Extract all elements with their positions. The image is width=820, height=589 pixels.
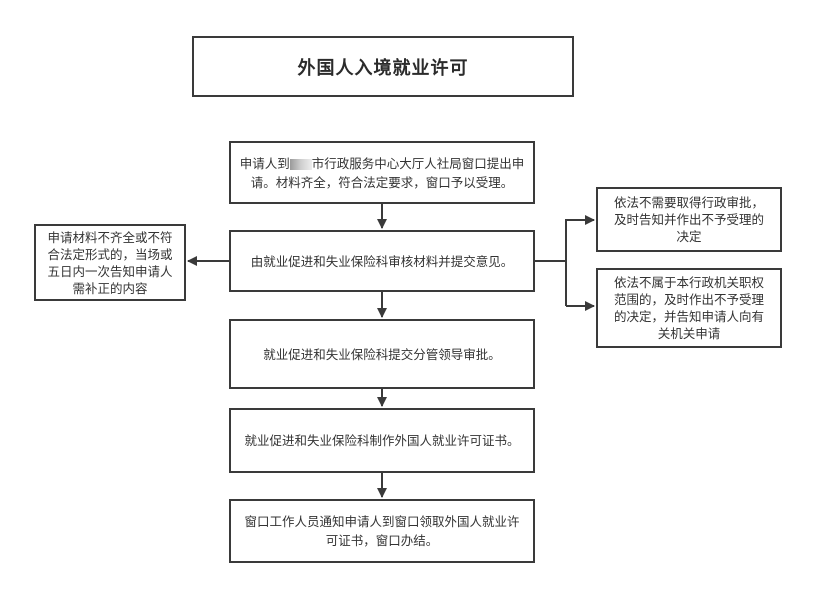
redacted-city [289,158,312,170]
step-notify: 窗口工作人员通知申请人到窗口领取外国人就业许可证书，窗口办结。 [229,499,535,563]
branch-right-bottom: 依法不属于本行政机关职权范围的，及时作出不予受理的决定，并告知申请人向有关机关申… [596,268,782,348]
branch-left: 申请材料不齐全或不符合法定形式的，当场或五日内一次告知申请人需补正的内容 [34,224,186,301]
page-title: 外国人入境就业许可 [297,57,469,79]
step-approve-text: 就业促进和失业保险科提交分管领导审批。 [263,346,501,362]
step-apply-text-before: 申请人到 [239,155,290,171]
step-make-cert-text: 就业促进和失业保险科制作外国人就业许可证书。 [244,433,520,448]
step-apply: 申请人到市行政服务中心大厅人社局窗口提出申请。材料齐全，符合法定要求，窗口予以受… [229,141,535,204]
step-approve: 就业促进和失业保险科提交分管领导审批。 [229,319,535,389]
branch-left-text: 申请材料不齐全或不符合法定形式的，当场或五日内一次告知申请人需补正的内容 [47,229,173,296]
branch-right-bottom-text: 依法不属于本行政机关职权范围的，及时作出不予受理的决定，并告知申请人向有关机关申… [613,275,764,341]
branch-right-top: 依法不需要取得行政审批，及时告知并作出不予受理的决定 [596,187,782,252]
title-box: 外国人入境就业许可 [192,36,574,97]
step-review: 由就业促进和失业保险科审核材料并提交意见。 [229,230,535,292]
branch-right-top-text: 依法不需要取得行政审批，及时告知并作出不予受理的决定 [613,195,764,244]
step-apply-text-after: 市行政服务中心大厅人社局窗口提出申请。材料齐全，符合法定要求，窗口予以受理。 [250,155,525,190]
step-review-text: 由就业促进和失业保险科审核材料并提交意见。 [250,253,514,269]
step-make-cert: 就业促进和失业保险科制作外国人就业许可证书。 [229,408,535,473]
step-notify-text: 窗口工作人员通知申请人到窗口领取外国人就业许可证书，窗口办结。 [244,514,520,548]
